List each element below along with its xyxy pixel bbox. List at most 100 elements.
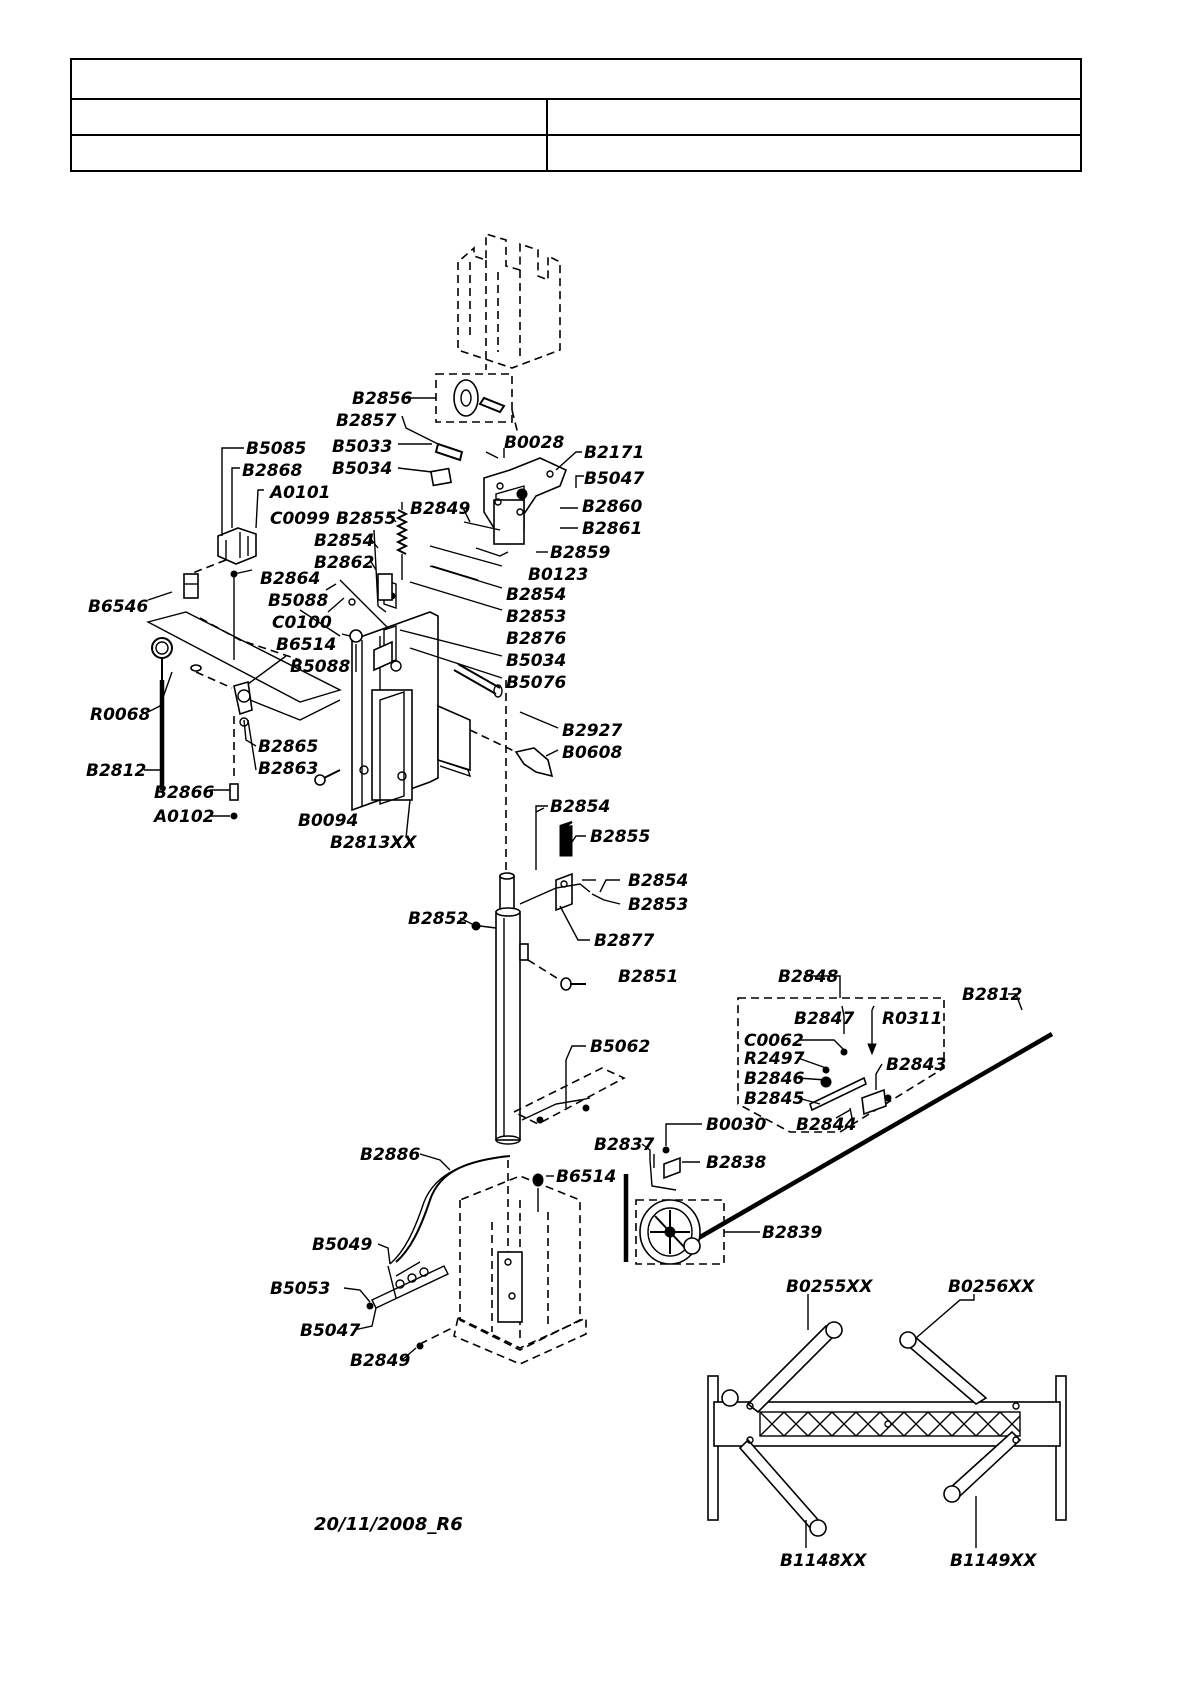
title-block-row-2 bbox=[72, 98, 1080, 136]
label-c0062: C0062 bbox=[744, 1031, 804, 1051]
label-b2857: B2857 bbox=[336, 411, 396, 431]
label-b5047-b: B5047 bbox=[300, 1321, 360, 1341]
label-b5047-a: B5047 bbox=[584, 469, 644, 489]
label-b2853-b: B2853 bbox=[628, 895, 688, 915]
rod-b2812-drawing bbox=[686, 1032, 1054, 1246]
label-b5049: B5049 bbox=[312, 1235, 372, 1255]
cable-b2886-inner bbox=[389, 1155, 507, 1265]
label-b2854-b: B2854 bbox=[506, 585, 566, 605]
eye-bolt-r0068-drawing bbox=[151, 637, 233, 790]
label-b2863: B2863 bbox=[258, 759, 318, 779]
label-b2855-a: B2855 bbox=[336, 509, 396, 529]
label-a0101: A0101 bbox=[268, 483, 330, 503]
label-b2886: B2886 bbox=[360, 1145, 420, 1165]
title-block-table bbox=[70, 58, 1082, 172]
label-b6514-a: B6514 bbox=[276, 635, 336, 655]
label-r0068: R0068 bbox=[90, 705, 151, 725]
label-b5053: B5053 bbox=[270, 1279, 330, 1299]
label-b5088-a: B5088 bbox=[268, 591, 328, 611]
label-b2864: B2864 bbox=[260, 569, 320, 589]
upper-bracket-drawing bbox=[429, 442, 568, 557]
label-b2854-c: B2854 bbox=[550, 797, 610, 817]
top-housing-drawing bbox=[457, 232, 561, 370]
label-c0099: C0099 bbox=[270, 509, 330, 529]
label-b2865: B2865 bbox=[258, 737, 318, 757]
label-b6514-b: B6514 bbox=[556, 1167, 616, 1187]
stand-frame-drawing bbox=[707, 1321, 1067, 1537]
label-b2856-a: B2856 bbox=[352, 389, 412, 409]
label-b1149xx: B1149XX bbox=[950, 1551, 1037, 1571]
pin-b2866-drawing bbox=[229, 783, 239, 820]
label-b2849-a: B2849 bbox=[410, 499, 470, 519]
title-block-row-1 bbox=[72, 60, 1080, 100]
screw-b0094-drawing bbox=[314, 769, 341, 786]
label-b5034-a: B5034 bbox=[332, 459, 392, 479]
label-b2866: B2866 bbox=[154, 783, 214, 803]
label-r0311: R0311 bbox=[882, 1009, 942, 1029]
label-b2855-b: B2855 bbox=[590, 827, 650, 847]
label-b2876: B2876 bbox=[506, 629, 566, 649]
lever-b2865-drawing bbox=[146, 611, 342, 780]
label-b2812-b: B2812 bbox=[962, 985, 1022, 1005]
label-b2171: B2171 bbox=[584, 443, 644, 463]
part-b6546-drawing bbox=[183, 573, 199, 599]
main-frame-b2813xx-drawing bbox=[299, 573, 472, 812]
label-b2854-d: B2854 bbox=[628, 871, 688, 891]
label-r2497: R2497 bbox=[744, 1049, 805, 1069]
part-b0608-drawing bbox=[514, 747, 554, 778]
label-b2812-a: B2812 bbox=[86, 761, 146, 781]
label-b2862: B2862 bbox=[314, 553, 374, 573]
crank-b2838-drawing bbox=[649, 1146, 681, 1191]
label-b2847: B2847 bbox=[794, 1009, 854, 1029]
label-b2848: B2848 bbox=[778, 967, 838, 987]
pulley-b2856-drawing bbox=[435, 373, 519, 435]
label-b2851: B2851 bbox=[618, 967, 678, 987]
label-b0028: B0028 bbox=[504, 433, 564, 453]
label-c0100: C0100 bbox=[272, 613, 332, 633]
label-b2837: B2837 bbox=[594, 1135, 654, 1155]
label-b5085: B5085 bbox=[246, 439, 306, 459]
label-b5034-b: B5034 bbox=[506, 651, 566, 671]
label-b2838: B2838 bbox=[706, 1153, 766, 1173]
label-b2849-b: B2849 bbox=[350, 1351, 410, 1371]
label-b0608: B0608 bbox=[562, 743, 622, 763]
shaft-b2927-drawing bbox=[453, 663, 517, 753]
upper-spring-drawing bbox=[395, 502, 409, 580]
revision-date-label: 20/11/2008_R6 bbox=[314, 1514, 463, 1535]
lower-left-fittings-drawing bbox=[366, 1261, 453, 1350]
gas-column-drawing bbox=[495, 872, 529, 1145]
label-b2859: B2859 bbox=[550, 543, 610, 563]
label-b2813xx: B2813XX bbox=[330, 833, 417, 853]
label-b2877: B2877 bbox=[594, 931, 654, 951]
label-b2843: B2843 bbox=[886, 1055, 946, 1075]
label-b5033: B5033 bbox=[332, 437, 392, 457]
leader-lines bbox=[144, 397, 1023, 1548]
bracket-b5085-drawing bbox=[189, 527, 257, 575]
label-b2844: B2844 bbox=[796, 1115, 856, 1135]
label-b2845: B2845 bbox=[744, 1089, 804, 1109]
part-b2852-drawing bbox=[471, 921, 497, 931]
label-b2846: B2846 bbox=[744, 1069, 804, 1089]
label-b0123: B0123 bbox=[528, 565, 588, 585]
base-housing-drawing bbox=[453, 1160, 587, 1365]
cable-b2886-drawing bbox=[395, 1155, 511, 1263]
label-b2852: B2852 bbox=[408, 909, 468, 929]
label-a0102: A0102 bbox=[152, 807, 214, 827]
label-b0256xx: B0256XX bbox=[948, 1277, 1035, 1297]
part-labels: B2856 B2857 B5085 B5033 B0028 B2171 B286… bbox=[86, 389, 1037, 1571]
label-b2861: B2861 bbox=[582, 519, 642, 539]
label-b1148xx: B1148XX bbox=[780, 1551, 867, 1571]
label-b0255xx: B0255XX bbox=[786, 1277, 873, 1297]
label-b5088-b: B5088 bbox=[290, 657, 350, 677]
label-b0094: B0094 bbox=[298, 811, 358, 831]
label-b2927: B2927 bbox=[562, 721, 622, 741]
switch-assembly-b2848-drawing bbox=[737, 997, 945, 1133]
label-b2854-a: B2854 bbox=[314, 531, 374, 551]
title-block-divider bbox=[546, 98, 548, 172]
plate-b5062-drawing bbox=[512, 1060, 626, 1125]
label-b2860: B2860 bbox=[582, 497, 642, 517]
label-b5076: B5076 bbox=[506, 673, 566, 693]
nut-b6514-lower-drawing bbox=[532, 1173, 544, 1212]
label-b2868: B2868 bbox=[242, 461, 302, 481]
